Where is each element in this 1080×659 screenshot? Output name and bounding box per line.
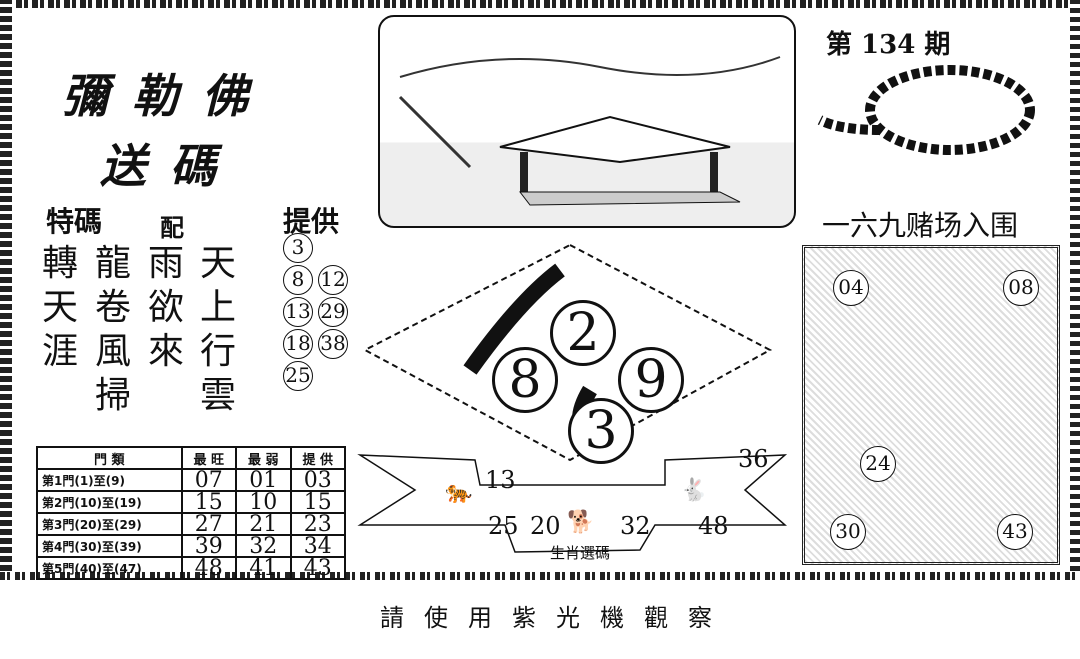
rabbit-icon: 🐇 bbox=[680, 478, 708, 503]
cell: 34 bbox=[289, 534, 346, 558]
number-circle: 38 bbox=[318, 329, 348, 359]
poem-char: 行 bbox=[200, 331, 237, 372]
number-ball: 8 bbox=[492, 347, 558, 413]
number-circle: 13 bbox=[283, 297, 313, 327]
number-circle: 18 bbox=[283, 329, 313, 359]
cell: 07 bbox=[180, 468, 238, 492]
number-circle: 3 bbox=[283, 233, 313, 263]
zodiac-ribbon: 13 36 25 20 32 48 🐅 🐇 🐕 生肖選碼 bbox=[355, 440, 790, 565]
cell: 48 bbox=[180, 556, 238, 580]
pavilion-icon bbox=[398, 56, 781, 206]
number-circle: 29 bbox=[318, 297, 348, 327]
buddha-illustration: 04 08 24 30 43 bbox=[802, 245, 1060, 565]
number-circle: 30 bbox=[830, 514, 866, 550]
column-header: 門 類 bbox=[36, 446, 183, 470]
cell: 27 bbox=[180, 512, 238, 536]
dog-icon: 🐕 bbox=[567, 510, 595, 535]
poem-char: 來 bbox=[148, 331, 185, 372]
column-header: 最 旺 bbox=[180, 446, 238, 470]
tiger-icon: 🐅 bbox=[445, 480, 473, 505]
issue-number: 第 134 期 bbox=[826, 30, 951, 60]
cell: 41 bbox=[235, 556, 292, 580]
special-code-label: 特碼 bbox=[46, 205, 103, 238]
poem-char: 卷 bbox=[95, 287, 132, 328]
center-diamond: 2 8 9 3 bbox=[362, 243, 773, 465]
number-circle: 43 bbox=[997, 514, 1033, 550]
row-label: 第4門(30)至(39) bbox=[36, 534, 183, 558]
poem-char: 天 bbox=[200, 243, 237, 284]
number-ball: 9 bbox=[618, 347, 684, 413]
poem-column: 龍卷風掃 bbox=[95, 242, 135, 418]
zodiac-number: 25 bbox=[488, 512, 519, 540]
poem-column: 天上行雲 bbox=[200, 242, 240, 418]
column-header: 提 供 bbox=[289, 446, 346, 470]
cell: 10 bbox=[235, 490, 292, 514]
footer-note: 請使用紫光機觀察 bbox=[380, 604, 732, 632]
pair-label: 配 bbox=[160, 213, 184, 242]
decorative-border-left bbox=[0, 0, 12, 580]
cell: 01 bbox=[235, 468, 292, 492]
zodiac-number: 36 bbox=[738, 445, 769, 473]
ribbon-banner bbox=[357, 454, 788, 553]
cell: 15 bbox=[180, 490, 238, 514]
logo-title: 彌勒佛 bbox=[62, 69, 272, 123]
number-circle: 25 bbox=[283, 361, 313, 391]
zodiac-number: 13 bbox=[485, 466, 516, 494]
poem-char: 雨 bbox=[148, 243, 185, 284]
number-circle: 24 bbox=[860, 446, 896, 482]
number-circle: 08 bbox=[1003, 270, 1039, 306]
decorative-border-bottom bbox=[0, 572, 1080, 580]
poem-char: 風 bbox=[95, 331, 132, 372]
decorative-border-top bbox=[0, 0, 1080, 8]
poem-char: 掃 bbox=[95, 375, 132, 416]
logo-subtitle: 送碼 bbox=[100, 139, 240, 193]
poem-char: 龍 bbox=[95, 243, 132, 284]
zodiac-number: 20 bbox=[530, 512, 561, 540]
poem-char: 上 bbox=[200, 287, 237, 328]
prayer-beads-icon bbox=[817, 65, 1035, 155]
poem-char: 涯 bbox=[42, 331, 79, 372]
number-circle: 12 bbox=[318, 265, 348, 295]
right-title: 一六九赌场入围 bbox=[822, 209, 1019, 242]
number-ball: 2 bbox=[550, 300, 616, 366]
column-header: 最 弱 bbox=[235, 446, 292, 470]
row-label: 第2門(10)至(19) bbox=[36, 490, 183, 514]
zodiac-number: 32 bbox=[620, 512, 651, 540]
row-label: 第5門(40)至(47) bbox=[36, 556, 183, 580]
cell: 23 bbox=[289, 512, 346, 536]
pavilion-illustration bbox=[378, 15, 796, 228]
poem-column: 雨欲來 bbox=[148, 242, 188, 374]
poem-char: 雲 bbox=[200, 375, 237, 416]
provider-label: 提供 bbox=[283, 205, 340, 238]
decorative-border-right bbox=[1070, 0, 1080, 580]
cell: 39 bbox=[180, 534, 238, 558]
poem-char: 欲 bbox=[148, 287, 185, 328]
cell: 32 bbox=[235, 534, 292, 558]
cell: 03 bbox=[289, 468, 346, 492]
cell: 15 bbox=[289, 490, 346, 514]
number-circle: 04 bbox=[833, 270, 869, 306]
row-label: 第3門(20)至(29) bbox=[36, 512, 183, 536]
zodiac-number: 48 bbox=[698, 512, 729, 540]
number-circle: 8 bbox=[283, 265, 313, 295]
cell: 21 bbox=[235, 512, 292, 536]
poem-char: 天 bbox=[42, 287, 79, 328]
number-ball: 3 bbox=[568, 398, 634, 464]
zodiac-label: 生肖選碼 bbox=[550, 544, 611, 562]
row-label: 第1門(1)至(9) bbox=[36, 468, 183, 492]
cell: 43 bbox=[289, 556, 346, 580]
table-header-row: 門 類最 旺最 弱提 供 bbox=[36, 446, 346, 470]
poem-char: 轉 bbox=[42, 243, 79, 284]
poem-column: 轉天涯 bbox=[42, 242, 82, 374]
